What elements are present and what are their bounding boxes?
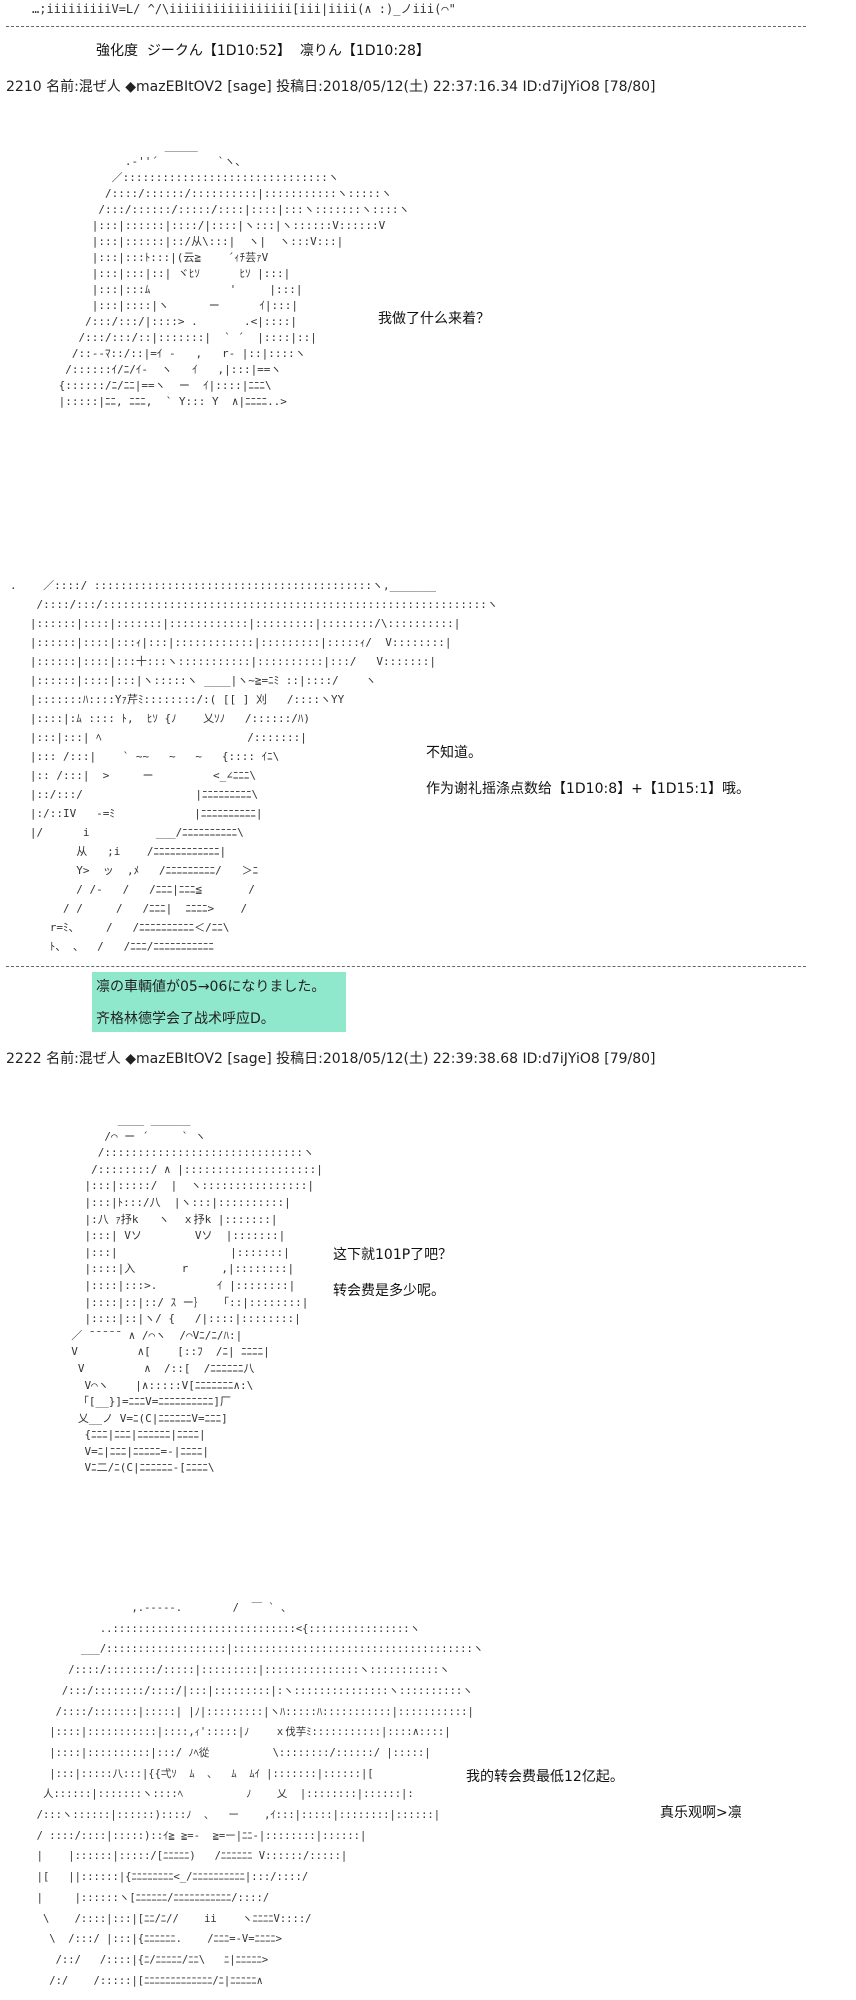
ascii-art-figure-2: . ／::::/ :::::::::::::::::::::::::::::::… [10, 579, 498, 953]
speech-line: 我做了什么来着？ [378, 311, 490, 327]
divider-post [6, 966, 806, 967]
speech-line: 不知道。 [426, 745, 482, 761]
post-header-2222: 2222 名前:混ぜ人 ◆mazEBItOV2 [sage] 投稿日:2018/… [6, 1051, 656, 1067]
divider-top [6, 26, 806, 27]
system-banner: 凛の車輌値が05→06になりました。 齐格林德学会了战术呼应D。 [92, 972, 346, 1032]
ascii-art-figure-4: ,.-----. / ￣ ` 、 ..:::::::::::::::::::::… [36, 1602, 484, 1987]
banner-line: 齐格林德学会了战术呼应D。 [96, 1011, 275, 1027]
speech-line: 转会费是多少呢。 [333, 1283, 445, 1299]
ascii-art-figure-3: ____ ______ /⌒ ー ´ ` ヽ /::::::::::::::::… [71, 1113, 323, 1475]
speech-line: 作为谢礼摇涤点数给【1D10:8】+【1D15:1】哦。 [426, 781, 750, 797]
speech-line: 我的转会费最低12亿起。 [466, 1769, 624, 1785]
banner-line: 凛の車輌値が05→06になりました。 [96, 979, 326, 995]
post-header-2210: 2210 名前:混ぜ人 ◆mazEBItOV2 [sage] 投稿日:2018/… [6, 79, 656, 95]
aside-comment: 真乐观啊>凛 [660, 1805, 742, 1821]
ascii-art-figure-1: _____ .-''´ `ヽ、 ／:::::::::::::::::::::::… [58, 139, 410, 408]
speech-line: 这下就101P了吧？ [333, 1247, 453, 1263]
top-fragment-art: …;iiiiiiiiiV=L/ ^/\iiiiiiiiiiiiiiiii[iii… [32, 2, 456, 16]
stats-line: 強化度 ジークん【1D10:52】 凛りん【1D10:28】 [96, 43, 430, 59]
